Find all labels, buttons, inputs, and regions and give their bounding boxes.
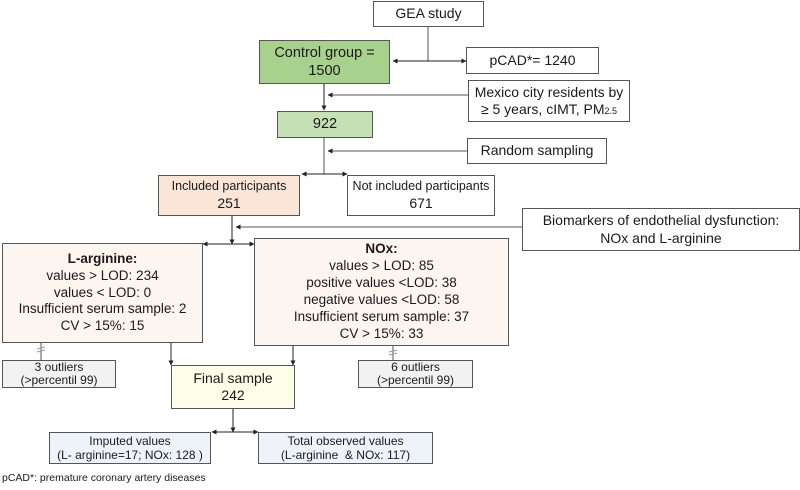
- observed-values-box: Total observed values (L-arginine & NOx:…: [258, 432, 433, 464]
- l-arginine-line: values > LOD: 234: [46, 267, 159, 283]
- biomarkers-box: Biomarkers of endothelial dysfunction: N…: [522, 208, 800, 251]
- l-arginine-line: CV > 15%: 15: [60, 318, 145, 334]
- not-included-label: Not included participants: [352, 178, 490, 193]
- gea-study-box: GEA study: [373, 1, 484, 27]
- inclusion-criteria-box: Mexico city residents by ≥ 5 years, cIMT…: [468, 80, 630, 122]
- observed-detail: (L-arginine & NOx: 117): [280, 448, 411, 462]
- random-sampling-label: Random sampling: [480, 142, 594, 159]
- l-arginine-line: values < LOD: 0: [53, 284, 152, 300]
- criteria-line2: ≥ 5 years, cIMT, PM2.5: [480, 101, 618, 117]
- outliers-left-count: 3 outliers: [34, 359, 84, 374]
- pcad-label: pCAD*= 1240: [489, 51, 576, 68]
- observed-label: Total observed values: [287, 433, 404, 448]
- nox-line: Insufficient serum sample: 37: [293, 308, 470, 324]
- imputed-label: Imputed values: [89, 433, 171, 448]
- footnote: pCAD*: premature coronary artery disease…: [2, 472, 206, 484]
- l-arginine-title: L-arginine:: [67, 250, 138, 266]
- outliers-left-box: 3 outliers (>percentil 99): [2, 360, 116, 388]
- break-mark: [388, 349, 398, 353]
- control-group-label: Control group =: [274, 44, 375, 61]
- nox-line: values > LOD: 85: [329, 258, 434, 274]
- not-included-count: 671: [409, 194, 433, 211]
- gea-study-label: GEA study: [395, 5, 462, 22]
- nox-line: CV > 15%: 33: [339, 325, 424, 341]
- imputed-values-box: Imputed values (L- arginine=17; NOx: 128…: [49, 432, 211, 464]
- included-count: 251: [217, 194, 241, 211]
- outliers-left-note: (>percentil 99): [20, 373, 98, 387]
- n922-label: 922: [312, 116, 338, 133]
- outliers-right-count: 6 outliers: [391, 359, 440, 374]
- nox-line: negative values <LOD: 58: [303, 292, 460, 307]
- biomarkers-line2: NOx and L-arginine: [600, 229, 722, 246]
- included-participants-box: Included participants 251: [158, 175, 300, 216]
- included-label: Included participants: [171, 178, 287, 193]
- outliers-right-box: 6 outliers (>percentil 99): [358, 360, 473, 388]
- break-mark: [36, 349, 46, 353]
- l-arginine-line: Insufficient serum sample: 2: [18, 301, 187, 317]
- final-sample-label: Final sample: [193, 369, 273, 386]
- not-included-participants-box: Not included participants 671: [347, 175, 495, 216]
- pcad-box: pCAD*= 1240: [466, 47, 599, 74]
- control-group-box: Control group = 1500: [259, 40, 390, 84]
- break-mark: [36, 346, 46, 350]
- criteria-line1: Mexico city residents by: [474, 83, 624, 100]
- imputed-detail: (L- arginine=17; NOx: 128 ): [57, 448, 203, 462]
- nox-box: NOx: values > LOD: 85 positive values <L…: [254, 238, 509, 346]
- final-sample-count: 242: [221, 387, 245, 403]
- n922-box: 922: [277, 111, 373, 138]
- nox-line: positive values <LOD: 38: [306, 275, 457, 291]
- nox-title: NOx:: [365, 241, 398, 257]
- random-sampling-box: Random sampling: [467, 138, 607, 164]
- break-mark: [388, 352, 398, 356]
- outliers-right-note: (>percentil 99): [376, 373, 455, 387]
- biomarkers-line1: Biomarkers of endothelial dysfunction:: [542, 212, 780, 228]
- final-sample-box: Final sample 242: [171, 365, 295, 409]
- control-group-count: 1500: [308, 63, 341, 79]
- l-arginine-box: L-arginine: values > LOD: 234 values < L…: [2, 243, 203, 343]
